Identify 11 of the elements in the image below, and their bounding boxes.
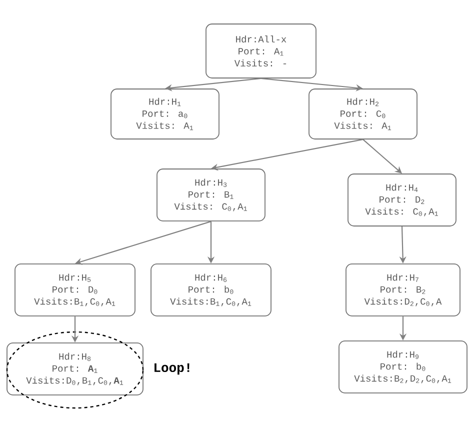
packet-box: Hdr:H$_{9}$ Port: b$_{0}$ Visits:B$_{2}$,D$_{2}$,C$_{0}$,A$_{1}$ [338,340,468,394]
packet-box: Hdr:H$_{4}$ Port: D$_{2}$ Visits: C$_{0}$,A$_{1}$ [348,174,456,226]
packet-box: Hdr:H$_{5}$ Port: D$_{0}$ Visits:B$_{1}$,C$_{0}$,A$_{1}$ [14,264,136,316]
packet-box: Hdr:H$_{6}$ Port: b$_{0}$ Visits:B$_{1}$,C$_{0}$,A$_{1}$ [150,264,272,316]
packet-box: Hdr:H$_{7}$ Port: B$_{2}$ Visits:D$_{2}$,C$_{0}$,A [346,264,460,316]
packet-box: Hdr:H$_{1}$ Port: a$_{0}$ Visits: A$_{1}$ [110,88,220,140]
loop-label: Loop! [154,363,190,375]
packet-box: Hdr:H$_{3}$ Port: B$_{1}$ Visits: C$_{0}$,A$_{1}$ [156,168,266,222]
packet-box: Hdr:All-x Port: A$_{1}$ Visits: - [206,24,316,78]
packet-box: Hdr:H$_{2}$ Port: C$_{0}$ Visits: A$_{1}$ [308,88,418,140]
packet-box: Hdr:H$_{8}$ Port: A$_{1}$ Visits:D$_{0}$,B$_{1}$,C$_{0}$,A$_{1}$ [6,342,144,396]
